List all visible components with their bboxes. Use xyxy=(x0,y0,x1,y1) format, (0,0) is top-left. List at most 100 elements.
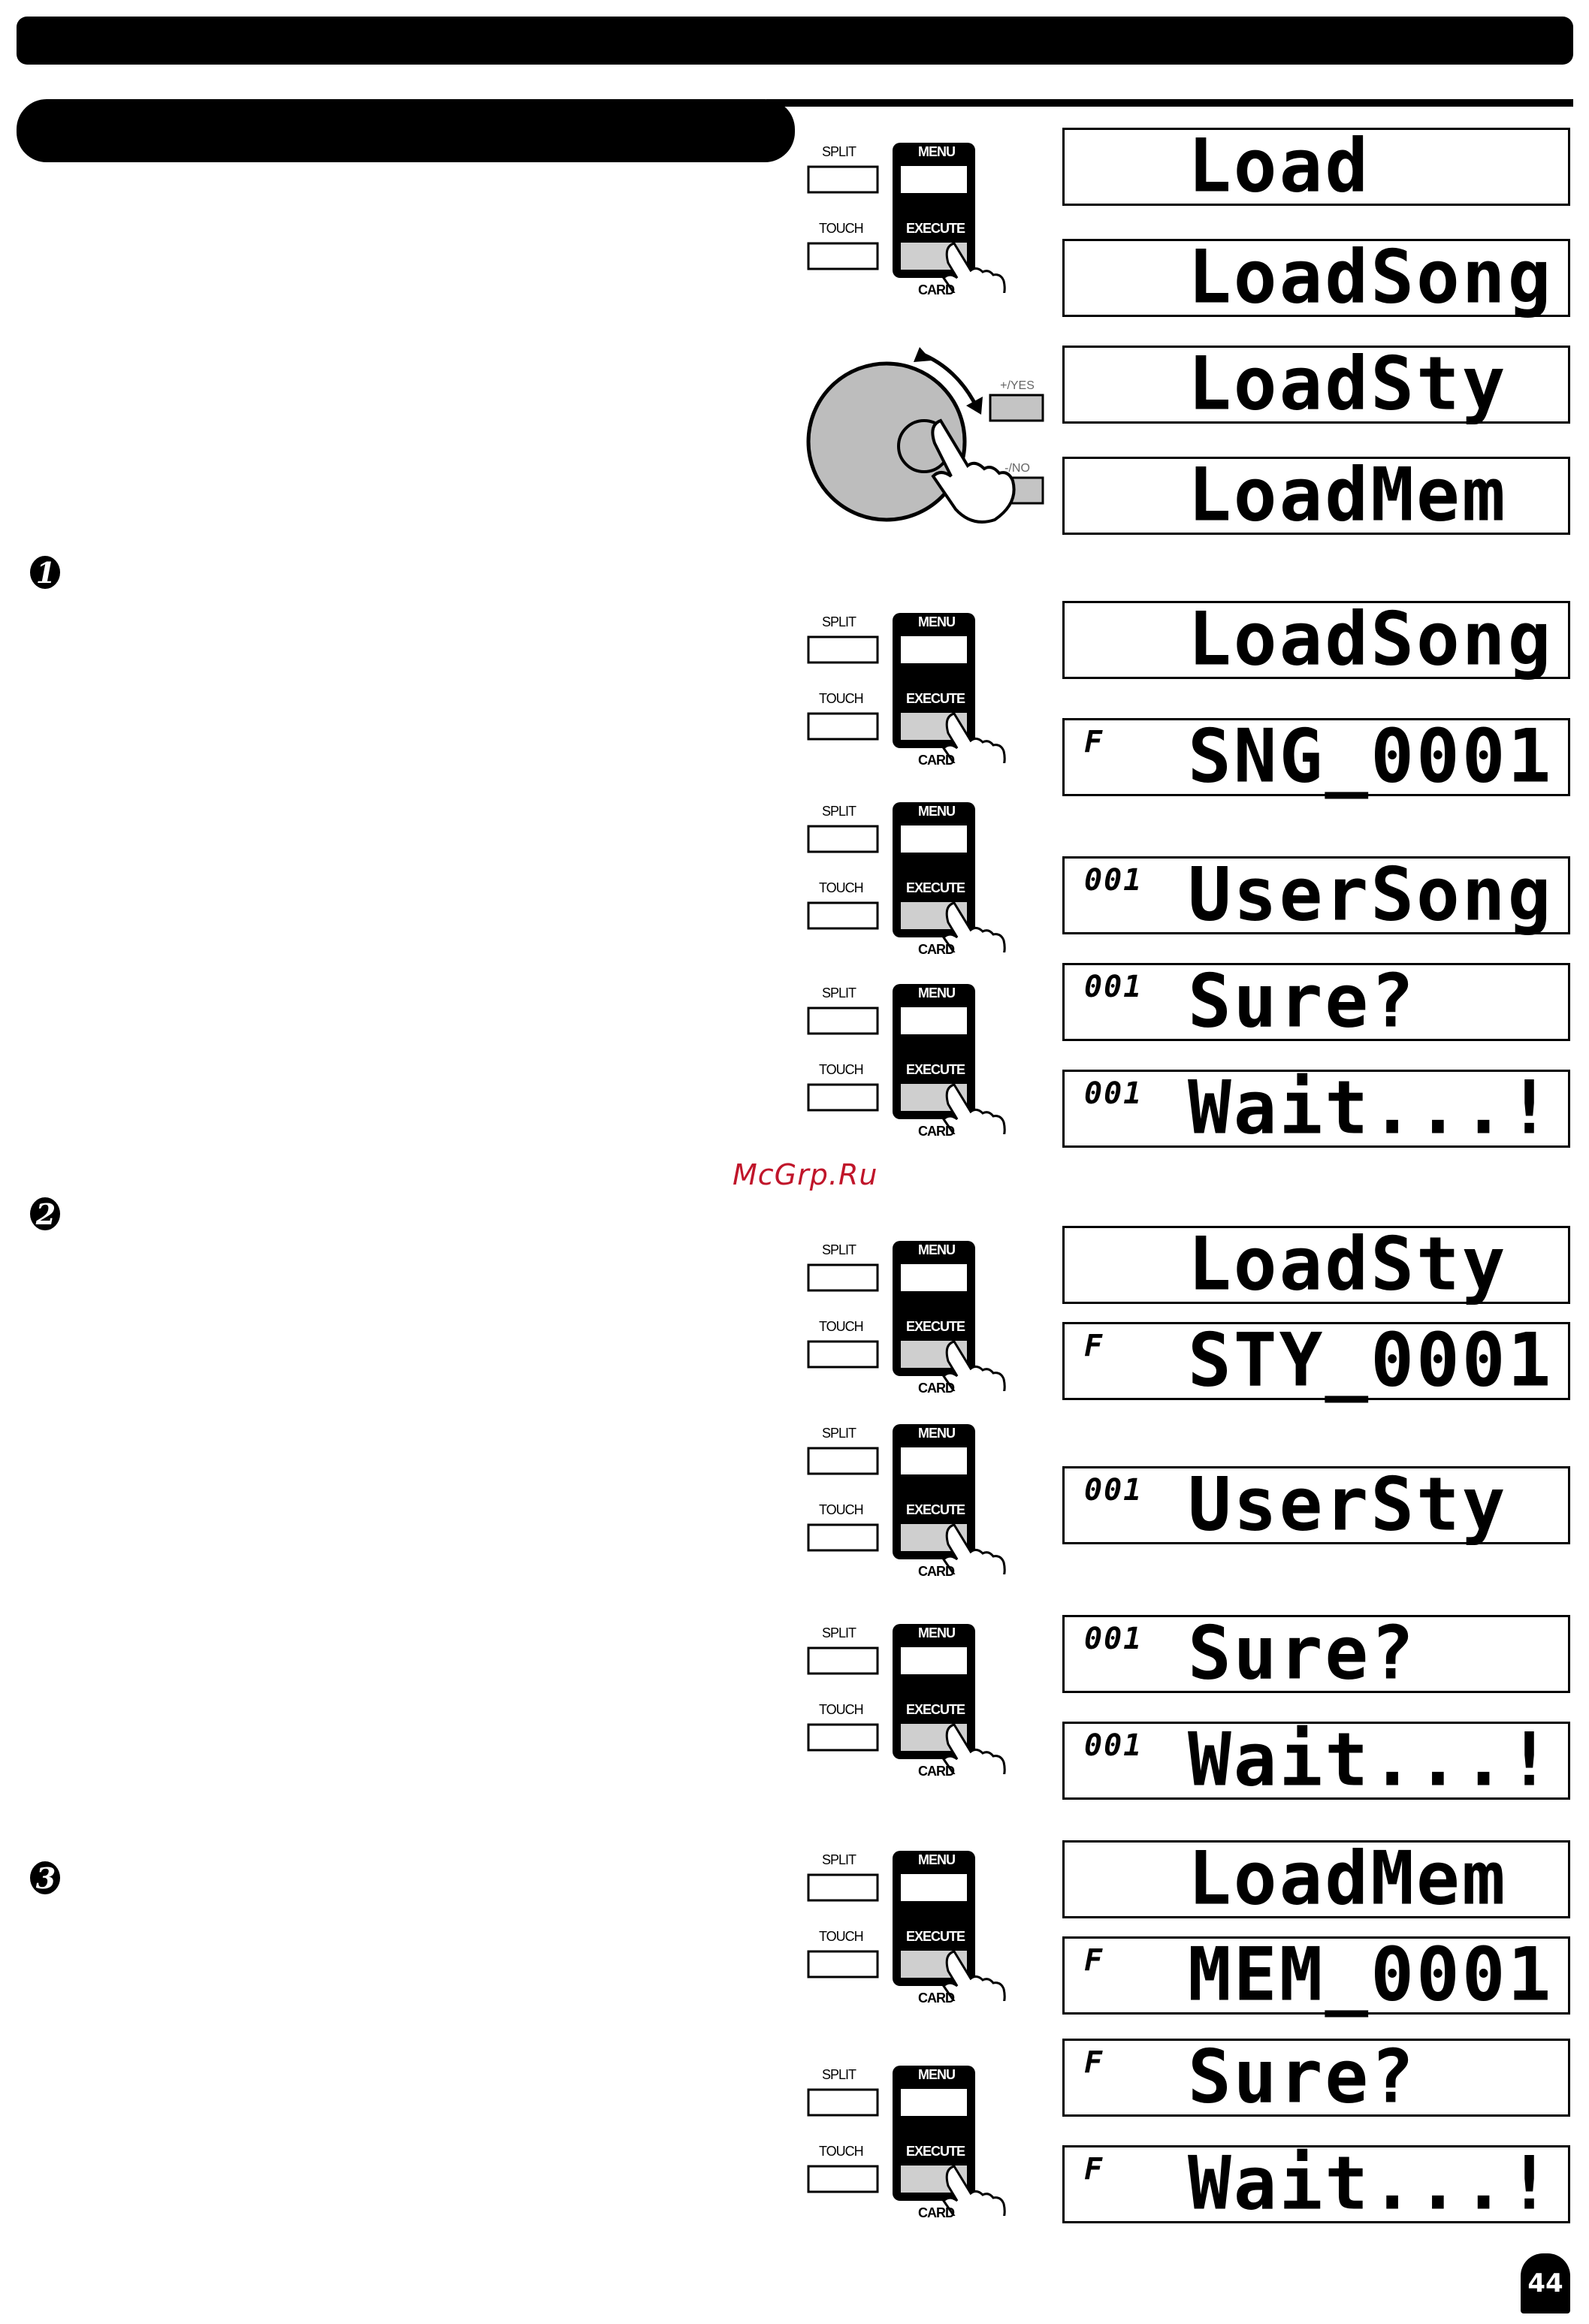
lcd-display: 001 Wait...! xyxy=(1062,1064,1570,1151)
split-label: SPLIT xyxy=(822,1852,856,1867)
menu-label: MENU xyxy=(918,1242,956,1257)
lcd-display: F Sure? xyxy=(1062,2033,1570,2120)
lcd-prefix: 001 xyxy=(1084,863,1143,898)
step-2-marker: 2 xyxy=(29,1194,62,1232)
lcd-display: LoadMem xyxy=(1062,451,1570,539)
touch-button xyxy=(807,1083,879,1112)
split-label: SPLIT xyxy=(822,985,856,1001)
execute-label: EXECUTE xyxy=(906,1319,965,1334)
lcd-display: 001 UserSty xyxy=(1062,1461,1570,1548)
lcd-prefix: F xyxy=(1084,2152,1104,2187)
step-2-number: 2 xyxy=(35,1197,56,1231)
touch-label: TOUCH xyxy=(819,1702,864,1717)
lcd-text: Wait...! xyxy=(1188,2140,1554,2227)
step-3-number: 3 xyxy=(36,1861,56,1895)
watermark: McGrp.Ru xyxy=(733,1158,878,1191)
lcd-prefix: 001 xyxy=(1084,1622,1143,1656)
touch-label: TOUCH xyxy=(819,221,864,236)
step-3-marker: 3 xyxy=(29,1858,62,1896)
lcd-text: UserSty xyxy=(1188,1461,1508,1548)
split-label: SPLIT xyxy=(822,144,856,159)
lcd-text: LoadMem xyxy=(1188,451,1508,539)
lcd-display: LoadSty xyxy=(1062,340,1570,427)
lcd-display: LoadSty xyxy=(1062,1224,1570,1304)
menu-label: MENU xyxy=(918,2067,956,2082)
touch-button xyxy=(807,901,879,930)
split-button xyxy=(807,1873,879,1902)
touch-button xyxy=(807,1340,879,1369)
menu-label: MENU xyxy=(918,985,956,1001)
lcd-text: UserSong xyxy=(1188,851,1554,938)
touch-label: TOUCH xyxy=(819,1062,864,1077)
section-title-bar xyxy=(17,99,795,162)
lcd-text: Sure? xyxy=(1188,958,1416,1045)
lcd-prefix: F xyxy=(1084,1329,1104,1363)
lcd-text: Sure? xyxy=(1188,2033,1416,2120)
menu-button xyxy=(899,1446,968,1476)
lcd-text: Wait...! xyxy=(1188,1064,1554,1151)
card-label: CARD xyxy=(918,2205,955,2220)
control-panel-diagram: SPLIT TOUCH MENU EXECUTE CARD xyxy=(805,795,1023,973)
touch-label: TOUCH xyxy=(819,880,864,895)
step-1-marker: 1 xyxy=(29,553,62,590)
card-label: CARD xyxy=(918,942,955,957)
lcd-text: STY_0001 xyxy=(1188,1317,1554,1404)
split-button xyxy=(807,1263,879,1292)
no-label: -/NO xyxy=(1004,462,1030,475)
execute-label: EXECUTE xyxy=(906,691,965,706)
touch-button xyxy=(807,712,879,741)
menu-label: MENU xyxy=(918,144,956,159)
lcd-prefix: 001 xyxy=(1084,970,1143,1004)
lcd-prefix: 001 xyxy=(1084,1473,1143,1508)
lcd-display: Load xyxy=(1062,122,1570,210)
execute-label: EXECUTE xyxy=(906,221,965,236)
menu-button xyxy=(899,1006,968,1036)
menu-label: MENU xyxy=(918,1852,956,1867)
menu-label: MENU xyxy=(918,614,956,629)
lcd-display: 001 Sure? xyxy=(1062,1610,1570,1697)
menu-button xyxy=(899,2087,968,2117)
split-label: SPLIT xyxy=(822,804,856,819)
split-button xyxy=(807,825,879,853)
hand-pointer-icon xyxy=(931,418,1016,524)
lcd-prefix: 001 xyxy=(1084,1076,1143,1111)
touch-button xyxy=(807,242,879,270)
card-label: CARD xyxy=(918,282,955,297)
touch-label: TOUCH xyxy=(819,1319,864,1334)
yes-label: +/YES xyxy=(1000,379,1035,392)
menu-button xyxy=(899,635,968,665)
menu-label: MENU xyxy=(918,1625,956,1640)
menu-button xyxy=(899,1646,968,1676)
lcd-prefix: F xyxy=(1084,2045,1104,2080)
execute-label: EXECUTE xyxy=(906,880,965,895)
lcd-prefix: 001 xyxy=(1084,1728,1143,1763)
yes-button xyxy=(989,394,1044,422)
lcd-display: LoadSong xyxy=(1062,596,1570,683)
execute-label: EXECUTE xyxy=(906,1062,965,1077)
dial-knob xyxy=(806,361,967,522)
split-button xyxy=(807,165,879,194)
touch-button xyxy=(807,1950,879,1978)
menu-button xyxy=(899,1873,968,1903)
split-label: SPLIT xyxy=(822,1242,856,1257)
lcd-display: 001 Sure? xyxy=(1062,958,1570,1045)
menu-label: MENU xyxy=(918,804,956,819)
lcd-text: LoadSty xyxy=(1188,340,1508,427)
menu-button xyxy=(899,824,968,854)
touch-label: TOUCH xyxy=(819,691,864,706)
lcd-text: LoadSong xyxy=(1188,596,1554,683)
split-button xyxy=(807,2088,879,2117)
lcd-text: Load xyxy=(1188,122,1371,210)
split-label: SPLIT xyxy=(822,1625,856,1640)
control-panel-diagram: SPLIT TOUCH MENU EXECUTE CARD xyxy=(805,135,1023,313)
lcd-prefix: F xyxy=(1084,1943,1104,1978)
section-rule xyxy=(766,99,1573,107)
lcd-text: Sure? xyxy=(1188,1610,1416,1697)
